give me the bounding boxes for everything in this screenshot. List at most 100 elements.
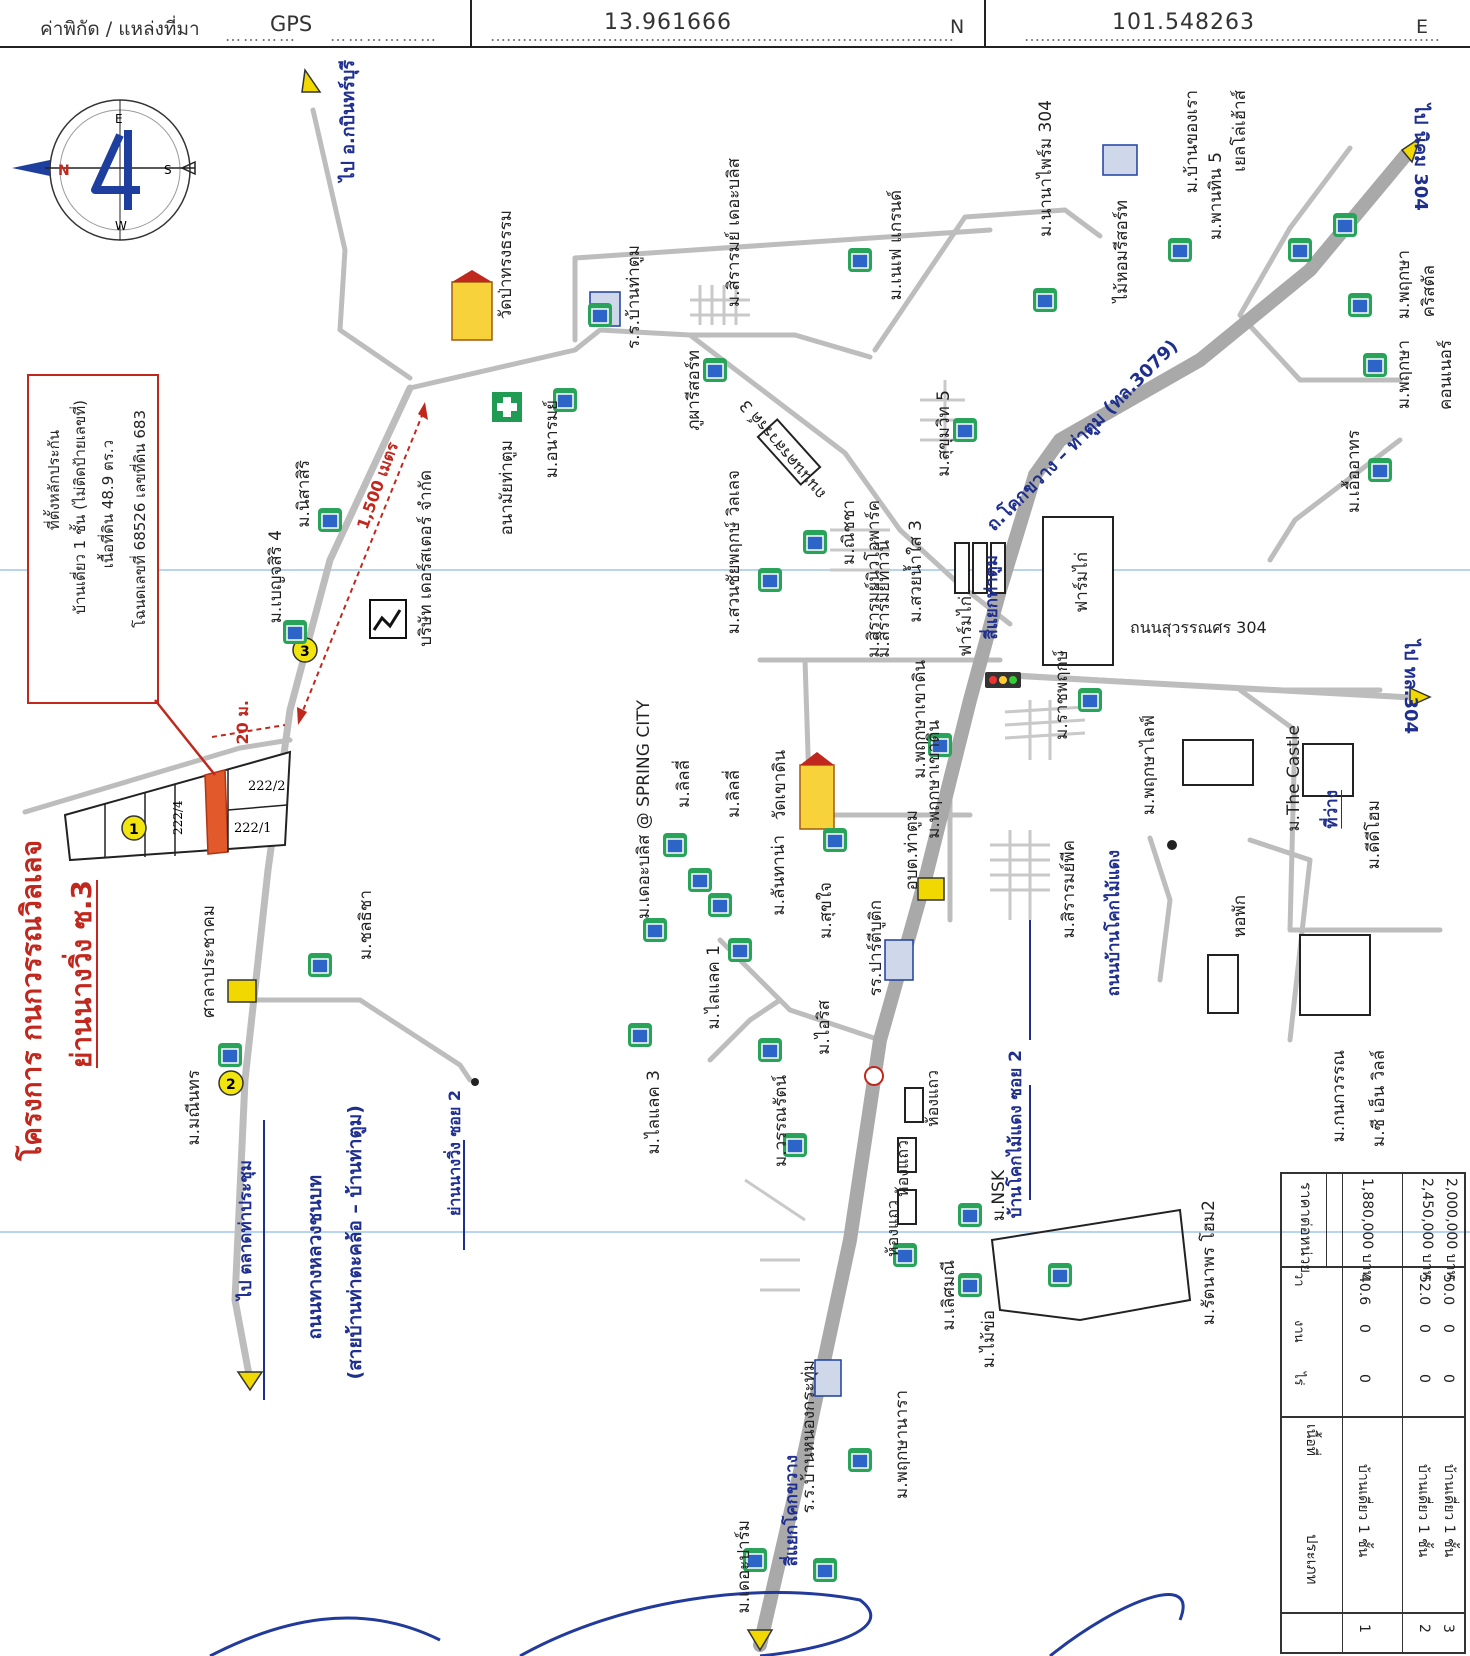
place-label: ม.สิรารมย์ทาวน์	[874, 540, 894, 658]
table-area-section	[1282, 1266, 1464, 1418]
house-icon	[1078, 688, 1102, 712]
house-icon	[803, 530, 827, 554]
direction-arrows	[236, 67, 1432, 1652]
house-icon	[1288, 238, 1312, 262]
row2-ngan: 0	[1416, 1324, 1432, 1333]
house-icon	[848, 248, 872, 272]
factory-icon	[369, 599, 407, 639]
place-label: ม.สิรารมย์ เดอะบลิส	[724, 158, 744, 308]
place-label: ร.ร.บ้านท่าตูม	[624, 245, 644, 350]
place-label: ม.ซี เอ็น วิลล์	[1369, 1050, 1389, 1147]
house-icon	[688, 868, 712, 892]
temple-icon	[451, 270, 493, 341]
place-label: ม.ราชพฤกษ์	[1052, 650, 1072, 740]
estate-outline	[990, 1208, 1192, 1322]
place-label: คอนเนอร์	[1436, 340, 1456, 410]
svg-text:2: 2	[226, 1077, 236, 1093]
road-underlines	[263, 920, 1031, 1400]
row2-type: บ้านเดี่ยว 1 ชั้น	[1415, 1464, 1431, 1558]
project-area: ย่านนางวิ่ง ซ.3	[65, 880, 98, 1069]
rural-road-name: ถนนทางหลวงชนบท	[304, 1175, 326, 1340]
place-label: ที่ว่าง	[1322, 790, 1342, 829]
project-title: โครงการ กนกวรรณวิลเลจ	[15, 840, 48, 1161]
temple-icon	[799, 752, 835, 830]
row3-ngan: 0	[1440, 1324, 1456, 1333]
compass-e: E	[115, 112, 123, 126]
signature-scribble	[209, 1590, 1185, 1656]
road-end-dot	[1167, 840, 1177, 850]
row1-no: 1	[1356, 1624, 1372, 1633]
house-icon	[958, 1203, 982, 1227]
place-label: ภูผารีสอร์ท	[684, 350, 704, 431]
house-icon	[308, 953, 332, 977]
road-304	[999, 672, 1421, 701]
marker-1: 1	[121, 815, 147, 841]
callout-line-1: ที่ตั้งหลักประกัน	[45, 430, 63, 531]
place-label: ม.รัตนาพร โฮม2	[1199, 1200, 1219, 1326]
house-icon	[1363, 353, 1387, 377]
place-label: รร.ปาร์ตีบูติก	[866, 900, 886, 997]
place-label: ฟาร์มไก่	[956, 596, 976, 657]
rural-road-route: (สายบ้านท่าตะคล้อ – บ้านท่าตูม)	[344, 1105, 366, 1380]
row3-rai: 0	[1440, 1374, 1456, 1383]
gas-station-icon	[864, 1066, 884, 1086]
sub-header-wa: วา	[1291, 1272, 1306, 1287]
place-label: ม.ไลแลค 1	[704, 945, 724, 1030]
place-label: อนามัยท่าตูม	[497, 440, 517, 536]
place-label: ม.วรรณรัตน์	[771, 1075, 791, 1167]
sub-header-rai: ไร่	[1291, 1372, 1306, 1386]
building-outlines	[756, 418, 1371, 1225]
longitude-dir: E	[1416, 16, 1429, 38]
place-label: คริสตัล	[1419, 265, 1439, 318]
callout-pointer	[154, 699, 216, 776]
callout-line-4: โฉนดเลขที่ 68526 เลขที่ดิน 683	[131, 410, 149, 628]
place-label: ม.ไม้ข่อ	[979, 1310, 999, 1369]
road-to-kabinburi: ไป อ.กบินทร์บุรี	[338, 60, 359, 182]
row2-rai: 0	[1416, 1374, 1432, 1383]
row3-price: 2,000,000 บาท	[1443, 1178, 1459, 1280]
collateral-callout	[27, 374, 159, 704]
latitude-dir: N	[950, 16, 965, 38]
house-icon	[823, 828, 847, 852]
place-label: ม.พานทิน 5	[1206, 152, 1226, 241]
row3-wa: 50.0	[1440, 1274, 1456, 1306]
road-end-dot	[471, 1078, 479, 1086]
place-label: ม.เนเฟ แกรนด์	[886, 190, 906, 301]
price-table: ราคาต่อหน่วย วา งาน ไร่ เนื้อที่ ประเภท …	[1280, 1172, 1466, 1654]
row1-rai: 0	[1356, 1374, 1372, 1383]
place-label: ม.พฤกษานารา	[892, 1390, 912, 1499]
latitude-cell: 13.961666 …………………………………………………………………………… …	[470, 0, 986, 46]
plot-label-222-1: 222/1	[234, 821, 271, 836]
place-label: ม.สุขใจ	[816, 882, 836, 939]
row2-price: 2,450,000 บาท	[1419, 1178, 1435, 1280]
house-icon	[1368, 458, 1392, 482]
place-label: ม.มณีนทร	[184, 1070, 204, 1146]
house-icon	[628, 1023, 652, 1047]
house-icon	[928, 733, 952, 757]
place-label: วัดเขาดิน	[770, 750, 790, 821]
place-label: ม.กนกวรรณ	[1329, 1050, 1349, 1143]
row3-no: 3	[1440, 1624, 1456, 1633]
marker-2: 2	[218, 1070, 244, 1096]
place-label: ม.เบญจสิริ 4	[266, 530, 286, 624]
compass	[12, 99, 196, 241]
place-label: ม.ดีดีโฮม	[1364, 800, 1384, 870]
place-label: ม.ลิลลี่	[724, 770, 744, 818]
place-label: ม.นานาไพร์ม 304	[1036, 100, 1056, 237]
compass-n: N	[58, 163, 70, 179]
place-label: ม.ลิลลี่	[674, 760, 694, 808]
place-label: ม.ไอริส	[814, 1000, 834, 1055]
longitude-cell: 101.548263 …………………………………………………………………… E	[1024, 10, 1440, 45]
coordinate-header: ค่าพิกัด / แหล่งที่มา ………… GPS ……………… 13…	[0, 0, 1470, 48]
place-label: ห้องแถว	[923, 1070, 942, 1127]
place-label: ม.The Castle	[1284, 725, 1304, 832]
row1-price: 1,880,000 บาท	[1359, 1178, 1375, 1280]
place-label: ม.พฤกษาไลฟ์	[1139, 715, 1159, 816]
place-label: ไม้หอมรีสอร์ท	[1112, 200, 1132, 303]
coord-source-cell: ค่าพิกัด / แหล่งที่มา ………… GPS ………………	[0, 0, 472, 46]
house-icon	[813, 1558, 837, 1582]
place-label: ม.NSK	[989, 1170, 1009, 1222]
arrow-north-icon	[301, 67, 322, 93]
place-label: ม.เดอะปาร์ม	[734, 1520, 754, 1614]
house-icon	[758, 568, 782, 592]
